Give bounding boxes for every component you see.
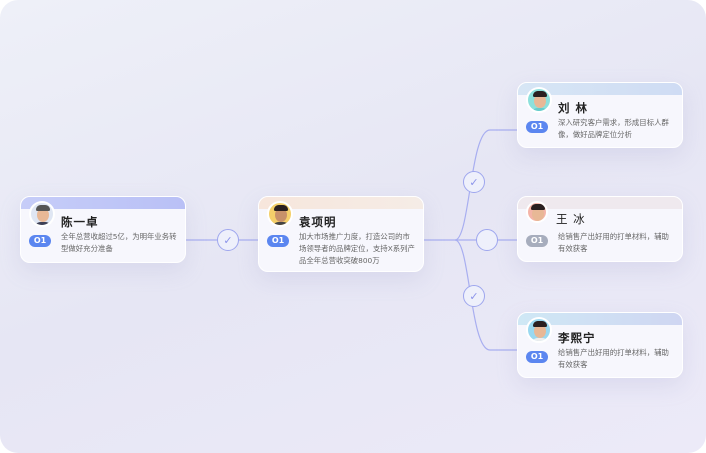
objective-badge: O1 xyxy=(267,235,289,247)
objective-text: 加大市场推广力度，打造公司的市场领导者的品牌定位，支持X系列产品全年总营收突破8… xyxy=(299,232,415,265)
okr-card-liu[interactable]: 刘 林 O1 深入研究客户需求，形成目标人群像，做好品牌定位分析 xyxy=(517,82,683,148)
card-band xyxy=(259,197,423,209)
objective-badge: O1 xyxy=(526,235,548,247)
okr-card-chen[interactable]: 陈一卓 O1 全年总营收超过5亿，为明年业务转型做好充分准备 xyxy=(20,196,186,263)
card-band xyxy=(518,83,682,95)
objective-text: 给销售产出好用的打单材料，辅助有效获客 xyxy=(558,348,669,369)
objective-badge: O1 xyxy=(526,351,548,363)
check-icon[interactable]: ✓ xyxy=(217,229,239,251)
avatar xyxy=(526,201,548,223)
avatar xyxy=(526,317,552,343)
objective-text: 全年总营收超过5亿，为明年业务转型做好充分准备 xyxy=(61,232,177,253)
avatar xyxy=(29,201,55,227)
owner-name: 李熙宁 xyxy=(558,331,596,345)
owner-name: 袁项明 xyxy=(299,215,337,229)
empty-circle-icon[interactable] xyxy=(476,229,498,251)
objective-text: 深入研究客户需求，形成目标人群像，做好品牌定位分析 xyxy=(558,118,669,139)
owner-name: 王 冰 xyxy=(556,212,586,226)
card-band xyxy=(518,313,682,325)
owner-name: 陈一卓 xyxy=(61,215,99,229)
okr-card-yuan[interactable]: 袁项明 O1 加大市场推广力度，打造公司的市场领导者的品牌定位，支持X系列产品全… xyxy=(258,196,424,272)
card-band xyxy=(21,197,185,209)
objective-badge: O1 xyxy=(29,235,51,247)
check-icon[interactable]: ✓ xyxy=(463,285,485,307)
card-band xyxy=(518,197,682,209)
objective-text: 给销售产出好用的打单材料，辅助有效获客 xyxy=(558,232,669,253)
check-icon[interactable]: ✓ xyxy=(463,171,485,193)
objective-badge: O1 xyxy=(526,121,548,133)
avatar xyxy=(526,87,552,113)
okr-card-wang[interactable]: 王 冰 O1 给销售产出好用的打单材料，辅助有效获客 xyxy=(517,196,683,262)
avatar xyxy=(267,201,293,227)
owner-name: 刘 林 xyxy=(558,101,589,115)
okr-card-li[interactable]: 李熙宁 O1 给销售产出好用的打单材料，辅助有效获客 xyxy=(517,312,683,378)
